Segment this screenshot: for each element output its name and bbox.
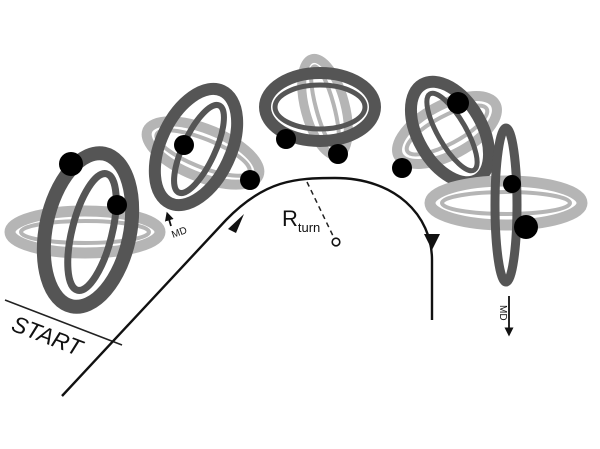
- radius-line: [306, 181, 336, 241]
- trajectory: [61, 176, 440, 397]
- radius-main: R: [282, 206, 298, 231]
- gyroscope-icon: [4, 146, 166, 314]
- ball-icon: [447, 92, 469, 114]
- ball-icon: [503, 175, 521, 193]
- md-indicator-first: MD: [164, 211, 189, 241]
- md-arrow-icon: [164, 211, 174, 227]
- radius-label: Rturn: [282, 206, 320, 235]
- ball-icon: [328, 144, 348, 164]
- md-indicator-last: MD: [497, 296, 514, 337]
- center-point: [331, 237, 341, 247]
- gyroscope-icon: [392, 75, 502, 189]
- turn-radius: Rturn: [282, 181, 341, 247]
- start-label: START: [8, 310, 88, 361]
- ball-icon: [59, 152, 83, 176]
- gyroscope-icon: [259, 53, 381, 164]
- trajectory-path: [61, 176, 434, 397]
- ball-icon: [174, 135, 194, 155]
- ball-icon: [107, 195, 127, 215]
- ball-icon: [240, 170, 260, 190]
- direction-arrow-icon: [228, 214, 244, 233]
- gyroscope-icon: [141, 82, 265, 212]
- ball-icon: [514, 215, 538, 239]
- ball-icon: [276, 129, 296, 149]
- start-line: [4, 299, 123, 346]
- md-label-last: MD: [497, 305, 508, 321]
- gyroscope-icon: [424, 123, 588, 287]
- md-label-first: MD: [170, 225, 188, 241]
- radius-sub: turn: [298, 220, 320, 235]
- direction-arrow-icon-2: [424, 234, 440, 250]
- ball-icon: [392, 158, 412, 178]
